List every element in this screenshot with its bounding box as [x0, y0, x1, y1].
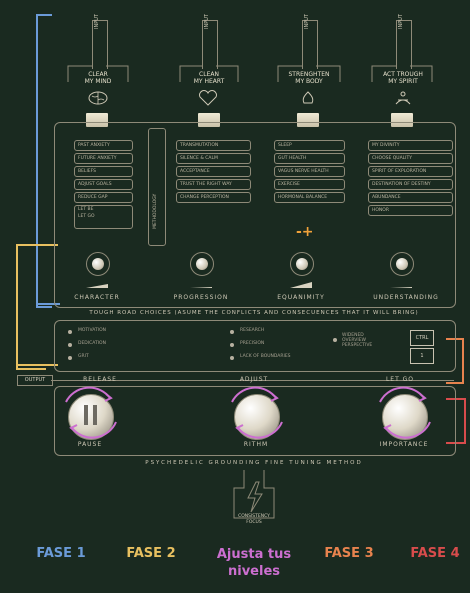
input-panel [54, 122, 456, 308]
phase-1-label: FASE 1 [36, 546, 86, 561]
spirit-icon [395, 91, 411, 105]
input-column-1: INPUT [92, 14, 108, 69]
knob-equanimity[interactable] [290, 252, 314, 276]
logo-text: CONSISTENCY FOCUS [238, 514, 270, 525]
adjust-arrows [65, 386, 431, 439]
fase1-bracket-bottom [36, 303, 60, 305]
input-column-3: INPUT [302, 14, 318, 69]
option-label: RESEARCH [240, 328, 265, 333]
fase2-bracket [16, 244, 46, 370]
option-dot[interactable] [230, 330, 234, 334]
phase-adjust-label: Ajusta tus niveles [216, 547, 292, 579]
fase2-bracket-top [16, 244, 58, 246]
list-item[interactable]: TRUST THE RIGHT WAY [176, 179, 251, 190]
slider-body[interactable] [297, 113, 319, 127]
slider-heart[interactable] [198, 113, 220, 127]
option-dot[interactable] [68, 330, 72, 334]
option-label: DEDICATION [78, 341, 106, 346]
output-head-letgo: LET GO [385, 376, 415, 383]
knob-progression[interactable] [190, 252, 214, 276]
knob-understanding[interactable] [390, 252, 414, 276]
list-item[interactable]: HORMONAL BALANCE [274, 192, 345, 203]
methodology-box: METHODOLOGY [148, 128, 166, 246]
brain-icon [88, 91, 108, 105]
list-item[interactable]: VAGUS NERVE HEALTH [274, 166, 345, 177]
list-item[interactable]: PAST ANXIETY [74, 140, 133, 151]
list-item[interactable]: SILENCE & CALM [176, 153, 251, 164]
fase4-bracket [446, 398, 466, 444]
output-line [51, 380, 454, 381]
list-item[interactable]: BELIEFS [74, 166, 133, 177]
column-title-3: STRENGHTEN MY BODY [288, 71, 330, 85]
method-title: PSYCHEDELIC GROUNDING FINE TUNING METHOD [145, 460, 363, 466]
output-label: OUTPUT [17, 375, 53, 386]
input-column-4: INPUT [396, 14, 412, 69]
slider-spirit[interactable] [391, 113, 413, 127]
knob-character[interactable] [86, 252, 110, 276]
funnel-outlines [67, 65, 433, 82]
list-item[interactable]: DESTINATION OF DESTINY [368, 179, 453, 190]
list-item[interactable]: ABUNDANCE [368, 192, 453, 203]
option-dot[interactable] [333, 338, 337, 342]
option-dot[interactable] [230, 356, 234, 360]
ctrl-box[interactable]: CTRL [410, 330, 434, 346]
list-item[interactable]: FUTURE ANXIETY [74, 153, 133, 164]
input-column-2: INPUT [202, 14, 218, 69]
list-item[interactable]: LET BE LET GO [74, 205, 133, 229]
option-dot[interactable] [230, 343, 234, 347]
list-item[interactable]: SLEEP [274, 140, 345, 151]
option-label: GRIT [78, 354, 89, 359]
list-item[interactable]: ADJUST GOALS [74, 179, 133, 190]
column-title-1: CLEAR MY MIND [84, 71, 112, 85]
side-note: WIDENED OVERVIEW PERSPECTIVE [342, 333, 373, 348]
knob-label-character: CHARACTER [74, 294, 120, 301]
fase1-bracket [36, 14, 52, 308]
knob-label-understanding: UNDERSTANDING [373, 294, 439, 301]
fase2-bracket-bottom [16, 364, 58, 366]
phase-3-label: FASE 3 [324, 546, 374, 561]
list-item[interactable]: REDUCE GAP [74, 192, 133, 203]
phase-2-label: FASE 2 [126, 546, 176, 561]
list-item[interactable]: GUT HEALTH [274, 153, 345, 164]
list-item[interactable]: CHOOSE QUALITY [368, 153, 453, 164]
list-item[interactable]: CHANGE PERCEPTION [176, 192, 251, 203]
body-icon [302, 91, 314, 104]
output-head-release: RELEASE [83, 376, 117, 383]
option-label: MOTIVATION [78, 328, 107, 333]
output-head-adjust: ADJUST [239, 376, 269, 383]
big-knob-label-importance: IMPORTANCE [379, 441, 429, 448]
heart-icon [199, 90, 217, 106]
option-dot[interactable] [68, 343, 72, 347]
list-item[interactable]: EXERCISE [274, 179, 345, 190]
list-item[interactable]: ACCEPTANCE [176, 166, 251, 177]
tough-road-panel [54, 320, 456, 372]
big-knob-label-pause: PAUSE [77, 441, 103, 448]
column-title-2: CLEAN MY HEART [193, 71, 225, 85]
lightning-logo-icon [233, 470, 275, 519]
slider-mind[interactable] [86, 113, 108, 127]
list-item[interactable]: SPIRIT OF EXPLORATION [368, 166, 453, 177]
option-label: PRECISION [240, 341, 265, 346]
level-ramps [86, 282, 412, 288]
plus-minus-indicator: -+ [296, 224, 314, 240]
knob-label-equanimity: EQUANIMITY [277, 294, 325, 301]
list-item[interactable]: TRANSMUTATION [176, 140, 251, 151]
phase-4-label: FASE 4 [410, 546, 460, 561]
knob-label-progression: PROGRESSION [173, 294, 229, 301]
pause-icon [84, 405, 97, 425]
ctrl-number[interactable]: 1 [410, 348, 434, 364]
list-item[interactable]: MY DIVINITY [368, 140, 453, 151]
output-panel [54, 386, 456, 456]
option-label: LACK OF BOUNDARIES [240, 354, 291, 359]
tough-road-title: TOUGH ROAD CHOICES (ASUME THE CONFLICTS … [89, 310, 419, 316]
option-dot[interactable] [68, 356, 72, 360]
methodology-label: METHODOLOGY [153, 193, 158, 229]
list-item[interactable]: HONOR [368, 205, 453, 216]
column-title-4: ACT TROUGH MY SPIRIT [383, 71, 423, 85]
big-knob-label-rithm: RITHM [243, 441, 269, 448]
